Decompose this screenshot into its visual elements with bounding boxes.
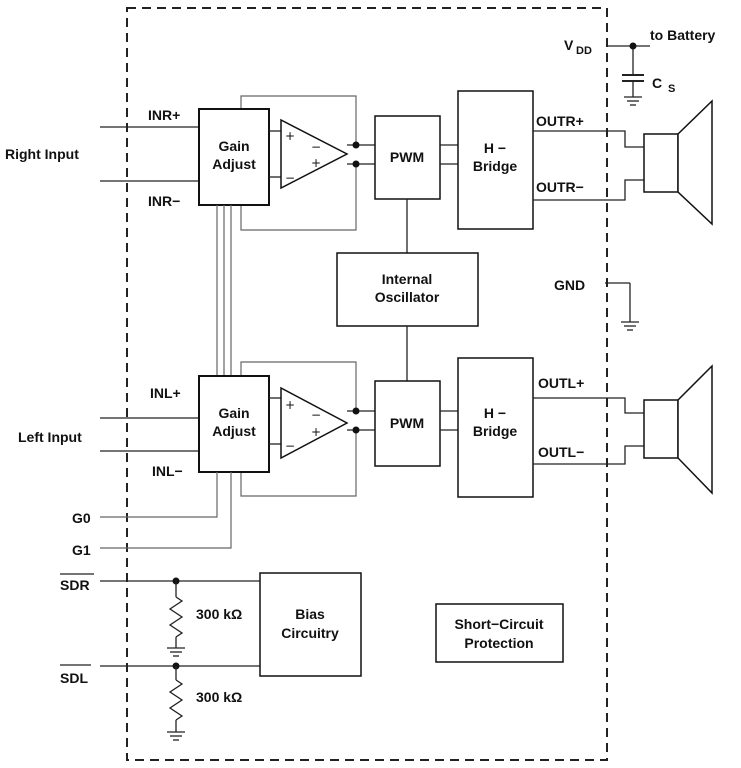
hbridge-left bbox=[457, 357, 534, 498]
feedback-r-top bbox=[240, 95, 357, 145]
chip-boundary bbox=[126, 7, 608, 761]
vdd-subscript: DD bbox=[576, 45, 592, 57]
sdr-label: SDR bbox=[60, 577, 90, 593]
pwm-right bbox=[374, 115, 441, 200]
outr-minus-label: OUTR− bbox=[536, 179, 584, 195]
gain-link-lines bbox=[216, 205, 232, 376]
amp-left-in-plus: + bbox=[285, 398, 295, 412]
speaker-right-icon bbox=[643, 99, 713, 226]
feedback-l-bot bbox=[240, 430, 357, 497]
amp-right-out-minus: − bbox=[311, 140, 321, 154]
pwm-right-label: PWM bbox=[390, 149, 424, 165]
gnd-network bbox=[605, 282, 639, 331]
feedback-r-bot bbox=[240, 164, 357, 231]
amp-left bbox=[280, 386, 349, 460]
gain-adjust-left-line2: Adjust bbox=[212, 423, 256, 439]
supply-network bbox=[607, 42, 650, 106]
gain-adjust-right bbox=[198, 108, 270, 206]
speaker-left-icon bbox=[643, 364, 713, 495]
resistor-r2 bbox=[167, 662, 185, 741]
amp-right bbox=[280, 118, 349, 190]
inl-minus-label: INL− bbox=[152, 463, 183, 479]
osc-line1: Internal bbox=[382, 271, 433, 287]
inl-plus-label: INL+ bbox=[150, 385, 181, 401]
outl-minus-label: OUTL− bbox=[538, 444, 584, 460]
g0-wire bbox=[100, 472, 218, 518]
hbridge-right-line2: Bridge bbox=[473, 158, 518, 174]
outl-plus-label: OUTL+ bbox=[538, 375, 584, 391]
internal-oscillator bbox=[336, 252, 479, 327]
pwm-left bbox=[374, 380, 441, 467]
amp-left-out-minus: − bbox=[311, 408, 321, 422]
gain-adjust-right-line2: Adjust bbox=[212, 156, 256, 172]
outr-minus-wire bbox=[533, 179, 644, 201]
hbridge-left-line2: Bridge bbox=[473, 423, 518, 439]
g1-label: G1 bbox=[72, 542, 91, 558]
bias-line2: Circuitry bbox=[281, 625, 339, 641]
hbridge-right-line1: H − bbox=[484, 140, 506, 156]
cs-label: C bbox=[652, 75, 662, 91]
outr-plus-label: OUTR+ bbox=[536, 113, 584, 129]
r2-label: 300 kΩ bbox=[196, 689, 242, 705]
outl-minus-wire bbox=[533, 445, 644, 465]
resistor-r1 bbox=[167, 577, 185, 657]
gain-adjust-left-line1: Gain bbox=[218, 405, 249, 421]
feedback-l-top bbox=[240, 361, 357, 411]
scp-line2: Protection bbox=[464, 635, 533, 651]
amp-right-out-plus: + bbox=[311, 156, 321, 170]
g1-wire bbox=[100, 472, 232, 549]
cs-subscript: S bbox=[668, 83, 675, 95]
inr-minus-label: INR− bbox=[148, 193, 180, 209]
pwm-left-label: PWM bbox=[390, 415, 424, 431]
vdd-label: V bbox=[564, 37, 574, 53]
scp-line1: Short−Circuit bbox=[454, 616, 543, 632]
right-input-label: Right Input bbox=[5, 146, 79, 162]
amp-left-out-plus: + bbox=[311, 425, 321, 439]
hbridge-left-line1: H − bbox=[484, 405, 506, 421]
amp-left-in-minus: − bbox=[285, 439, 295, 453]
amp-right-in-minus: − bbox=[285, 171, 295, 185]
amp-right-in-plus: + bbox=[285, 129, 295, 143]
inr-plus-label: INR+ bbox=[148, 107, 180, 123]
bias-circuitry bbox=[259, 572, 362, 677]
sdl-label: SDL bbox=[60, 670, 88, 686]
outr-plus-wire bbox=[533, 130, 644, 148]
outl-plus-wire bbox=[533, 397, 644, 414]
bias-line1: Bias bbox=[295, 606, 325, 622]
gnd-label: GND bbox=[554, 277, 585, 293]
short-circuit-protection bbox=[435, 603, 564, 663]
g0-label: G0 bbox=[72, 510, 91, 526]
hbridge-right bbox=[457, 90, 534, 230]
left-input-label: Left Input bbox=[18, 429, 82, 445]
to-battery-label: to Battery bbox=[650, 27, 716, 43]
r1-label: 300 kΩ bbox=[196, 606, 242, 622]
gain-adjust-right-line1: Gain bbox=[218, 138, 249, 154]
gain-adjust-left bbox=[198, 375, 270, 473]
osc-line2: Oscillator bbox=[375, 289, 440, 305]
